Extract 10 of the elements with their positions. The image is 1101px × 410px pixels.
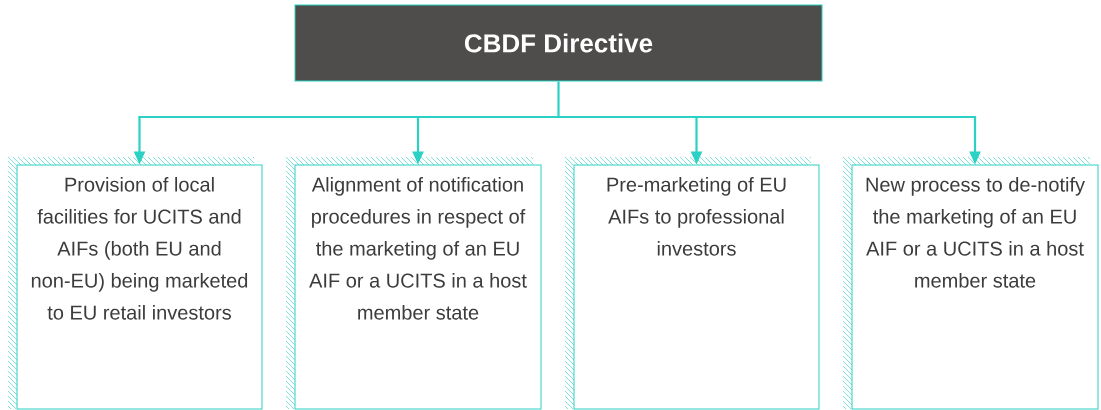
text-box: Pre-marketing of EU AIFs to professional investors — [564, 156, 820, 410]
text-box: Alignment of notification procedures in respect of the marketing of an EU AIF or a UCITS in a host member state — [285, 156, 542, 410]
connector-line — [695, 115, 977, 119]
text-box: New process to de-notify the marketing of an EU AIF or a UCITS in a host member state — [842, 156, 1099, 410]
title-box: CBDF Directive — [294, 4, 823, 82]
connector-line — [416, 115, 560, 119]
connector-line — [557, 115, 698, 119]
text-box: Provision of local facilities for UCITS and AIFs (both EU and non-EU) being marketed to EU retail investors — [7, 156, 263, 410]
connector-line — [557, 81, 560, 118]
connector-line — [138, 115, 420, 119]
